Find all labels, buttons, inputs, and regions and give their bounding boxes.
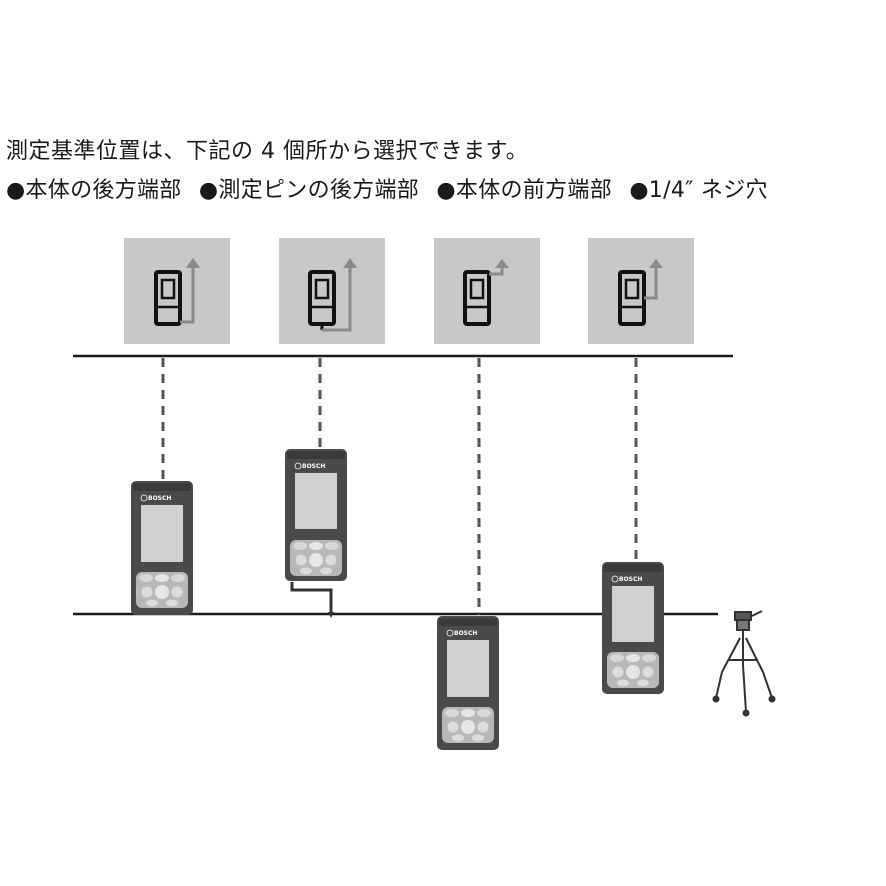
option-rear-edge: ●本体の後方端部: [6, 178, 182, 203]
front-edge-reference-icon: [434, 238, 540, 344]
option-front-edge: ●本体の前方端部: [436, 178, 613, 203]
tripod-thread-reference-icon: [588, 238, 694, 344]
brand-label: BOSCH: [619, 576, 642, 583]
intro-text: 測定基準位置は、下記の 4 個所から選択できます。: [6, 139, 529, 164]
option-pin-rear: ●測定ピンの後方端部: [198, 178, 420, 203]
tripod-icon: [712, 610, 776, 717]
brand-label: BOSCH: [148, 495, 171, 502]
laser-device-tripod: BOSCH: [602, 562, 664, 694]
option-tripod-thread: ●1/4″ ネジ穴: [629, 178, 768, 203]
brand-label: BOSCH: [302, 463, 325, 470]
laser-device-rear-edge: BOSCH: [131, 481, 193, 615]
laser-device-front-edge: BOSCH: [437, 616, 499, 750]
rear-edge-reference-icon: [124, 238, 230, 344]
pin-rear-reference-icon: [279, 238, 385, 344]
options-line: ●本体の後方端部 ●測定ピンの後方端部 ●本体の前方端部 ●1/4″ ネジ穴: [6, 172, 778, 204]
brand-label: BOSCH: [454, 630, 477, 637]
laser-device-pin: BOSCH: [285, 449, 347, 618]
